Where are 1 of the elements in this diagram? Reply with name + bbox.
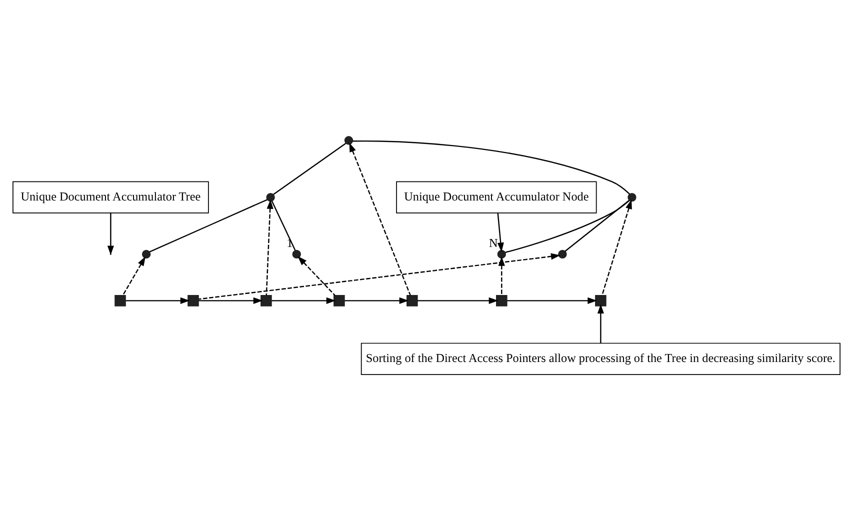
node-label: N — [489, 236, 498, 250]
